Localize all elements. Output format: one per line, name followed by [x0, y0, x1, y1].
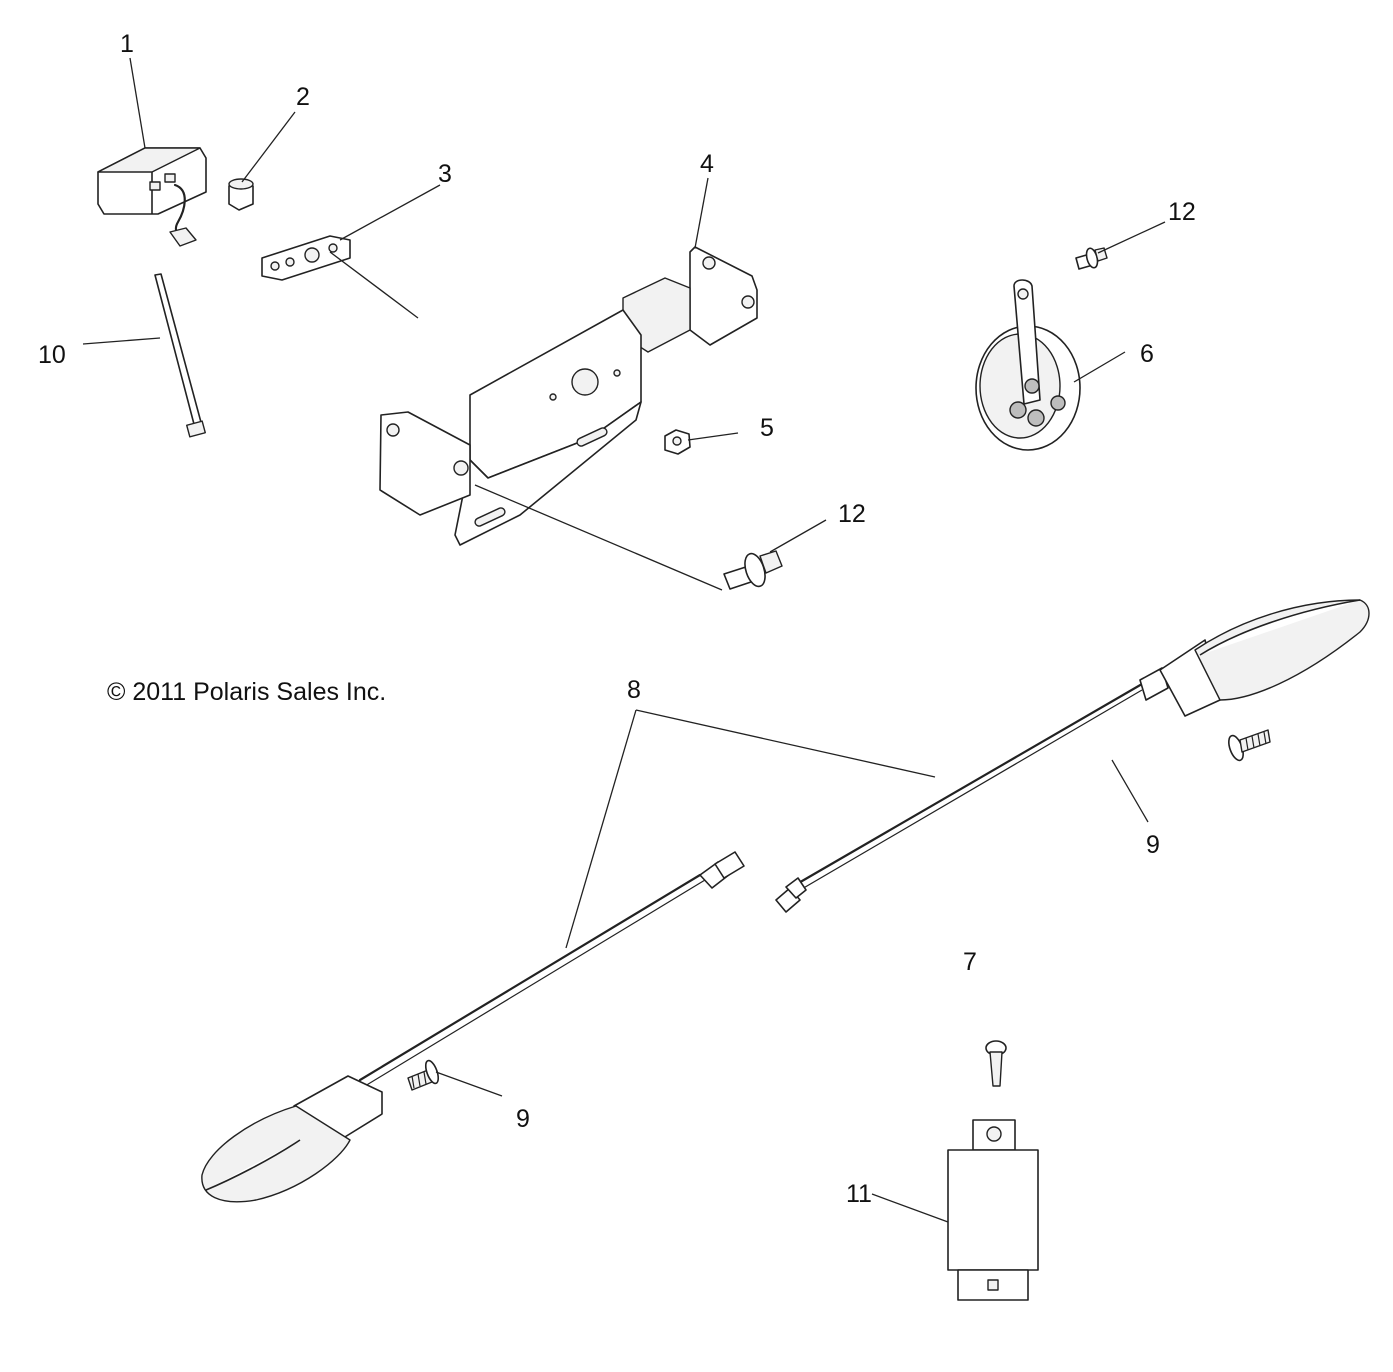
callout-9-right: 9	[1146, 831, 1160, 859]
part-6-horn	[975, 279, 1081, 451]
callout-12-upper: 12	[1168, 198, 1196, 226]
callout-3: 3	[438, 160, 452, 188]
part-9-screw-right	[1228, 729, 1271, 762]
callout-7: 7	[963, 948, 977, 976]
part-1-light-assembly	[97, 147, 207, 247]
part-8-turn-signal-right	[775, 599, 1370, 913]
part-12-bolt-upper	[1075, 247, 1108, 270]
callout-1: 1	[120, 30, 134, 58]
part-5-nut	[664, 429, 691, 455]
callout-11: 11	[846, 1180, 872, 1208]
callout-12-lower: 12	[838, 500, 866, 528]
callout-4: 4	[700, 150, 714, 178]
part-8-turn-signal-left	[201, 851, 745, 1203]
callout-labels: 1 2 3 4 5 6 7 8 9 9 10 11 12 12	[38, 30, 1196, 1208]
part-10-cable-tie	[154, 273, 206, 438]
leader-lines	[82, 57, 1166, 1223]
callout-2: 2	[296, 83, 310, 111]
callout-6: 6	[1140, 340, 1154, 368]
part-11-flasher-relay	[947, 1119, 1039, 1301]
copyright-notice: © 2011 Polaris Sales Inc.	[107, 678, 386, 706]
part-3-plate	[261, 235, 351, 281]
part-2-spacer	[228, 178, 254, 211]
part-12-bolt-lower	[723, 550, 783, 590]
callout-9-left: 9	[516, 1105, 530, 1133]
callout-10: 10	[38, 341, 66, 369]
part-9-screw-left	[407, 1059, 440, 1091]
part-7-screw	[985, 1040, 1007, 1087]
callout-8: 8	[627, 676, 641, 704]
part-4-main-bracket	[379, 246, 758, 546]
callout-5: 5	[760, 414, 774, 442]
